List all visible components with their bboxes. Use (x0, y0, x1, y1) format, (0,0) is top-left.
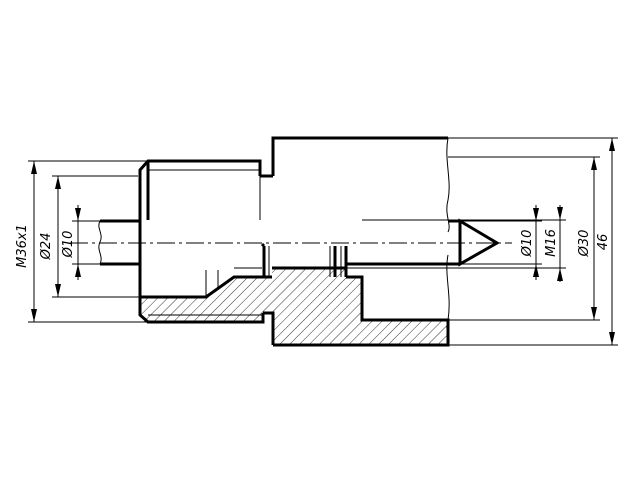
dim-label-46: 46 (596, 234, 611, 251)
dimension-labels: M36x1 Ø24 Ø10 Ø10 M16 Ø30 46 (15, 224, 611, 268)
dim-label-d10-right: Ø10 (520, 230, 535, 258)
break-line-left (98, 220, 102, 265)
dim-label-m36: M36x1 (15, 224, 30, 268)
break-line-right (446, 137, 450, 346)
extension-lines (28, 137, 618, 346)
arrowheads (31, 138, 615, 345)
dim-label-d24: Ø24 (39, 233, 54, 261)
section-hatching (140, 268, 448, 345)
dim-label-d10-left: Ø10 (61, 231, 76, 259)
body-outline (271, 136, 448, 176)
dim-label-m16: M16 (544, 229, 559, 257)
dim-label-d30: Ø30 (577, 230, 592, 258)
